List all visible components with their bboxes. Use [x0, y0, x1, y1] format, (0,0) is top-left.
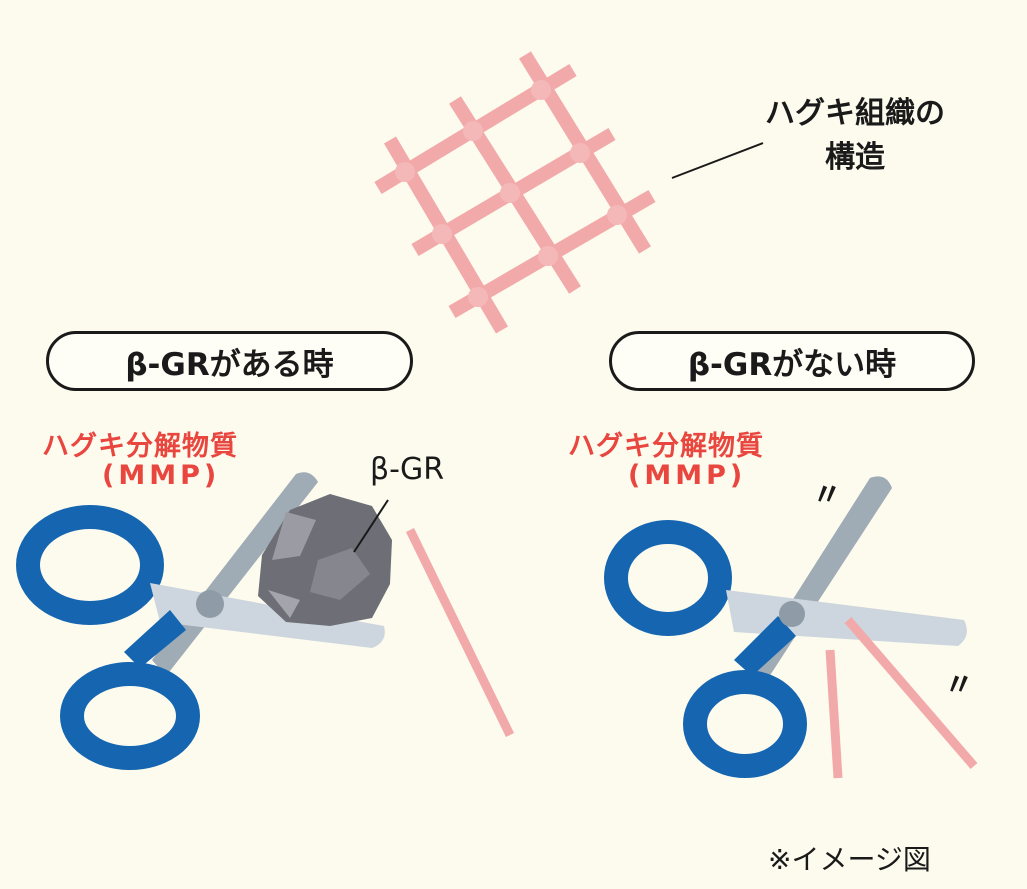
snip-mark-top: 〃	[812, 478, 842, 513]
beta-gr-rock	[258, 494, 392, 626]
right-enzyme-label: ハグキ分解物質	[568, 431, 764, 462]
mesh-label-line2: 構造	[825, 140, 885, 175]
left-enzyme-label: ハグキ分解物質	[42, 431, 238, 462]
right-scissors	[604, 476, 967, 778]
left-panel-title: β-GRがある時	[46, 331, 413, 391]
left-intact-fiber	[405, 528, 515, 737]
beta-gr-leader-line	[353, 499, 389, 553]
mesh-label: ハグキ組織の 構造	[765, 92, 945, 180]
image-footnote: ※イメージ図	[768, 843, 931, 876]
mesh-leader-line	[671, 142, 764, 179]
gum-tissue-mesh	[374, 51, 656, 334]
beta-gr-label: β-GR	[370, 452, 445, 487]
right-cut-fiber-1	[825, 649, 843, 779]
snip-mark-bottom: 〃	[944, 668, 974, 703]
right-panel-title: β-GRがない時	[609, 331, 975, 391]
left-scissors	[16, 472, 385, 770]
right-cut-fiber-2	[844, 617, 978, 769]
right-enzyme-mmp: (MMP)	[628, 460, 747, 491]
mesh-label-line1: ハグキ組織の	[765, 96, 945, 131]
left-enzyme-mmp: (MMP)	[102, 460, 221, 491]
